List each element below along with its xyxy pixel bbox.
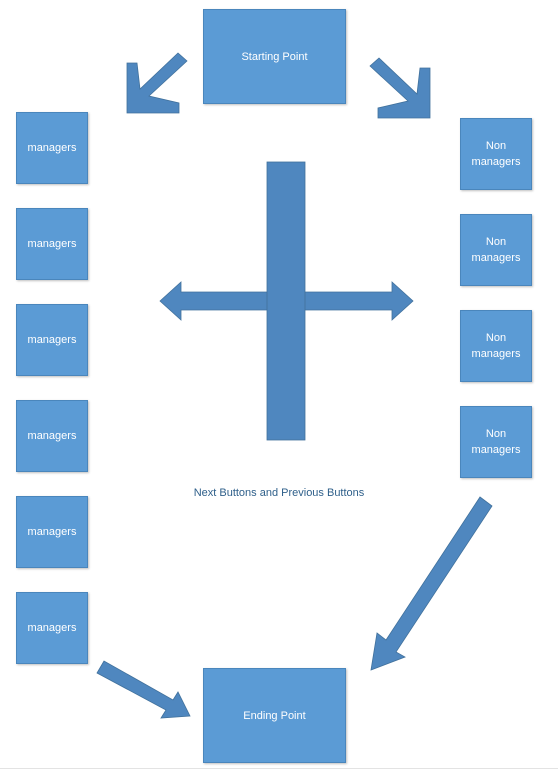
managers-label: managers [27, 142, 77, 154]
non-managers-label: Non managers [471, 236, 521, 264]
starting-point-box: Starting Point [203, 9, 346, 104]
managers-box-3: managers [16, 304, 88, 376]
arrow-managers-to-end [96, 660, 191, 719]
starting-point-label: Starting Point [241, 50, 308, 63]
managers-box-6: managers [16, 592, 88, 664]
non-managers-box-3: Non managers [460, 310, 532, 382]
managers-label: managers [27, 334, 77, 346]
non-managers-box-1: Non managers [460, 118, 532, 190]
managers-box-5: managers [16, 496, 88, 568]
ending-point-box: Ending Point [203, 668, 346, 763]
managers-box-1: managers [16, 112, 88, 184]
non-managers-box-2: Non managers [460, 214, 532, 286]
non-managers-label: Non managers [471, 332, 521, 360]
non-managers-label: Non managers [471, 428, 521, 456]
ending-point-label: Ending Point [243, 709, 306, 722]
vertical-bar [266, 161, 306, 441]
non-managers-box-4: Non managers [460, 406, 532, 478]
managers-box-4: managers [16, 400, 88, 472]
arrow-non-managers-to-end [370, 496, 493, 671]
arrow-start-to-non-managers [369, 57, 431, 119]
managers-box-2: managers [16, 208, 88, 280]
bottom-divider [0, 768, 558, 769]
managers-label: managers [27, 430, 77, 442]
non-managers-label: Non managers [471, 140, 521, 168]
arrow-start-to-managers [126, 52, 188, 114]
managers-label: managers [27, 526, 77, 538]
caption: Next Buttons and Previous Buttons [193, 487, 365, 499]
managers-label: managers [27, 238, 77, 250]
managers-label: managers [27, 622, 77, 634]
